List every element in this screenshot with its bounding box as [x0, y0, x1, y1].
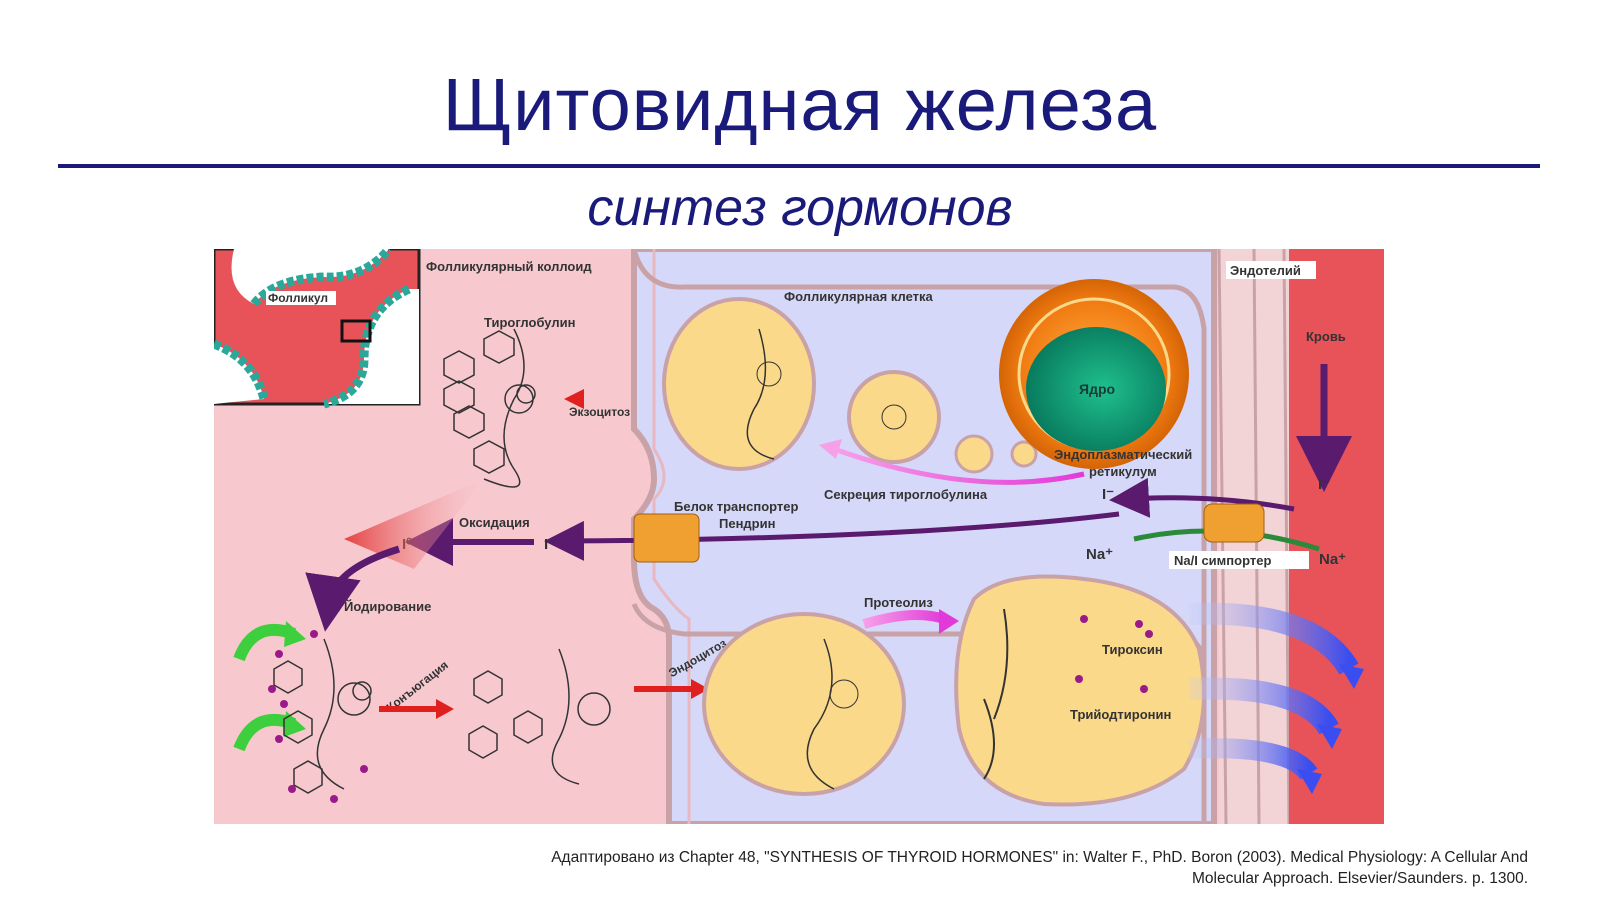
nucleus: Ядро [999, 279, 1189, 469]
proteolysis-label: Протеолиз [864, 595, 933, 610]
small-vesicle [954, 434, 994, 474]
slide-subtitle: синтез гормонов [587, 179, 1013, 237]
symporter-label: Na/I симпортер [1174, 553, 1271, 568]
pendrin-transporter [633, 513, 700, 563]
exocytosis-label: Экзоцитоз [569, 405, 630, 419]
iodide-colloid-label: I⁻ [544, 536, 556, 553]
thyroglobulin-molecule [443, 328, 536, 488]
endocytosis-vesicle [702, 612, 906, 796]
iodination-arrow [305, 545, 401, 632]
hormone-release-arrow [1188, 677, 1339, 735]
er-label-1: Эндоплазматический [1054, 447, 1192, 462]
symporter-iodide-arrow [1109, 477, 1295, 518]
title-divider [58, 164, 1540, 168]
follicle-inset: Фолликул [214, 249, 421, 409]
blood-label: Кровь [1306, 329, 1346, 344]
oxidation-label: Оксидация [459, 515, 530, 530]
slide-title: Щитовидная железа [442, 63, 1158, 146]
tg-secretion-arrow [833, 446, 1085, 485]
lysosome-vesicle [954, 574, 1206, 807]
hormone-release-arrow [1188, 738, 1318, 781]
iodinated-thyroglobulin [273, 638, 372, 794]
nucleus-label: Ядро [1079, 381, 1115, 397]
iodide-blood-label: I⁻ [1318, 476, 1330, 493]
iodination-label: Йодирование [344, 599, 431, 614]
iodide-cell-label: I⁻ [1102, 486, 1114, 503]
hormone-release-arrow [1188, 602, 1359, 675]
thyroglobulin-label: Тироглобулин [484, 315, 575, 330]
sodium-cell-label: Na⁺ [1086, 546, 1113, 563]
sodium-blood-label: Na⁺ [1319, 551, 1346, 568]
conjugated-thyroglobulin [468, 648, 611, 785]
secretory-vesicle [847, 370, 941, 464]
na-i-symporter [1203, 503, 1265, 543]
small-vesicle [1010, 440, 1038, 468]
thyroxine-label: Тироксин [1102, 642, 1163, 657]
follicular-colloid-label: Фолликулярный коллоид [426, 259, 592, 274]
exocytosis-vesicle [662, 297, 816, 471]
tg-secretion-label: Секреция тироглобулина [824, 487, 988, 502]
citation-line-1: Адаптировано из Chapter 48, "SYNTHESIS O… [551, 849, 1528, 866]
transporter-label-2: Пендрин [719, 516, 775, 531]
triiodothyronine-label: Трийодтиронин [1070, 707, 1171, 722]
er-label-2: ретикулум [1089, 464, 1157, 479]
transporter-label-1: Белок транспортер [674, 499, 798, 514]
citation-line-2: Molecular Approach. Elsevier/Saunders. p… [1191, 870, 1528, 887]
proteolysis-arrow [862, 610, 946, 629]
endothelium-label: Эндотелий [1230, 263, 1301, 278]
follicular-cell-label: Фолликулярная клетка [784, 289, 934, 304]
thyroid-synthesis-diagram: Фолликул Фолликулярный коллоид Фолликуля… [214, 249, 1384, 824]
iodination-gradient [344, 479, 484, 569]
iodine-atoms [268, 630, 368, 803]
follicle-label: Фолликул [268, 291, 328, 305]
citation: Адаптировано из Chapter 48, "SYNTHESIS O… [88, 847, 1528, 889]
hormone-molecules [1075, 615, 1153, 693]
